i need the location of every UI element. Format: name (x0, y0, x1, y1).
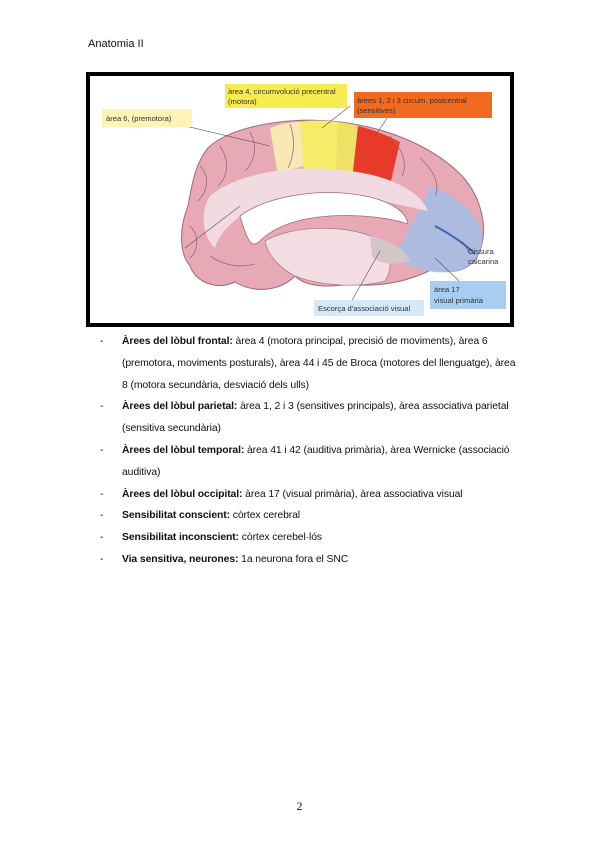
item-text: àrea 1, 2 i 3 (sensitives principals), à… (122, 401, 509, 435)
item-text: àrea 41 i 42 (auditiva primària), àrea W… (122, 444, 510, 478)
bullet-list: -Àrees del lòbul frontal: àrea 4 (motora… (100, 331, 520, 571)
list-item: -Sensibilitat conscient: còrtex cerebral (100, 510, 300, 522)
label-area4-line2: (motora) (228, 97, 257, 106)
label-area17-line2: visual primària (434, 296, 484, 305)
item-heading: Sensibilitat conscient: (122, 510, 230, 522)
item-text: 1a neurona fora el SNC (238, 553, 349, 565)
brain-figure: àrea 4, circumvolució precentral (motora… (86, 72, 514, 327)
list-item: -Àrees del lòbul occipital: àrea 17 (vis… (100, 488, 463, 500)
label-area6-text: àrea 6, (premotora) (106, 114, 172, 123)
label-escorca (314, 300, 424, 316)
brain-diagram: àrea 4, circumvolució precentral (motora… (90, 76, 510, 323)
item-heading: Àrees del lòbul occipital: (122, 488, 243, 500)
item-text: àrea 17 (visual primària), àrea associat… (242, 488, 463, 500)
label-area4-line1: àrea 4, circumvolució precentral (228, 87, 336, 96)
item-heading: Via sensitiva, neurones: (122, 553, 239, 565)
list-item: -Àrees del lòbul frontal: àrea 4 (motora… (100, 336, 516, 391)
item-heading: Àrees del lòbul frontal: (122, 336, 233, 347)
label-area123-line2: (sensitives) (357, 106, 396, 115)
list-item: -Àrees del lòbul temporal: àrea 41 i 42 … (100, 444, 510, 478)
label-escorca-text: Escorça d'associació visual (318, 304, 411, 313)
running-header: Anatomia II (88, 38, 144, 50)
label-cissura-line2: calcarina (468, 257, 499, 266)
label-cissura-line1: Cissura (468, 247, 495, 256)
list-item: -Àrees del lòbul parietal: àrea 1, 2 i 3… (100, 401, 509, 435)
page-number: 2 (296, 799, 303, 813)
list-item: -Sensibilitat inconscient: còrtex cerebe… (100, 532, 323, 544)
list-item: -Via sensitiva, neurones: 1a neurona for… (100, 553, 349, 565)
label-area4 (225, 84, 347, 108)
item-text: còrtex cerebel·lós (239, 532, 323, 544)
item-heading: Sensibilitat inconscient: (122, 532, 240, 544)
label-area17-line1: àrea 17 (434, 285, 460, 294)
item-text: còrtex cerebral (229, 510, 300, 522)
item-heading: Àrees del lòbul temporal: (122, 444, 245, 456)
label-area123-line1: àrees 1, 2 i 3 circum. postcentral (357, 96, 467, 105)
label-area6 (102, 109, 192, 127)
label-area17 (430, 281, 506, 309)
label-area123 (354, 92, 492, 118)
item-text: àrea 4 (motora principal, precisió de mo… (122, 336, 516, 391)
item-heading: Àrees del lòbul parietal: (122, 401, 238, 413)
